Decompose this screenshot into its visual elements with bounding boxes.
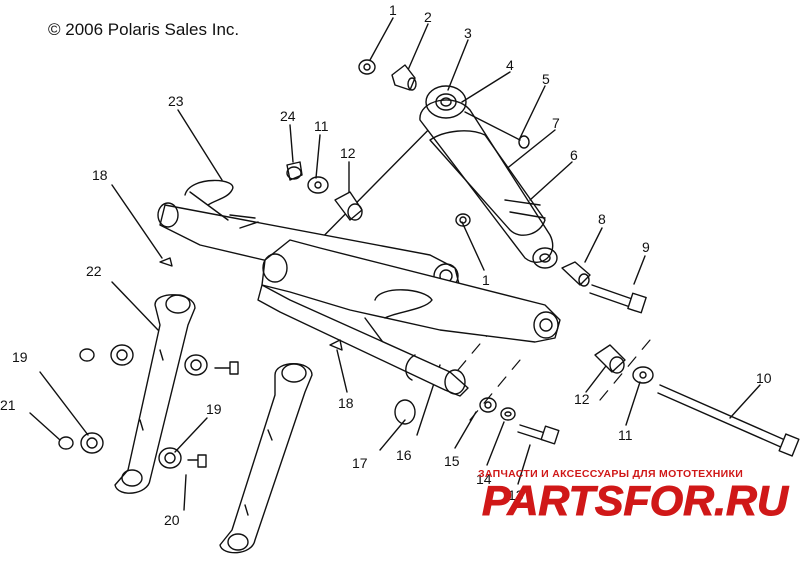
right-link xyxy=(219,363,313,554)
watermark-tagline: ЗАПЧАСТИ И АКСЕССУАРЫ ДЛЯ МОТОТЕХНИКИ xyxy=(478,468,744,480)
callout-5: 5 xyxy=(542,71,550,87)
callout-14: 14 xyxy=(476,471,492,487)
bushings-and-washers-upper xyxy=(286,161,363,221)
pivot-tube xyxy=(257,284,469,397)
left-link xyxy=(114,294,196,494)
callout-9: 9 xyxy=(642,239,650,255)
lower-control-arm xyxy=(261,239,561,346)
callout-22: 22 xyxy=(86,263,102,279)
callout-7: 7 xyxy=(552,115,560,131)
shock-absorber xyxy=(419,85,558,269)
callout-19: 19 xyxy=(12,349,28,365)
callout-numbers: 1 2 3 4 5 7 6 23 24 11 12 18 1 8 9 22 19… xyxy=(0,2,772,528)
callout-24: 24 xyxy=(280,108,296,124)
callout-12-lower: 12 xyxy=(574,391,590,407)
leader-lines xyxy=(29,17,761,511)
sleeve-washer-bolt-lower xyxy=(594,344,800,457)
callout-10: 10 xyxy=(756,370,772,386)
callout-3: 3 xyxy=(464,25,472,41)
callout-2: 2 xyxy=(424,9,432,25)
callout-18: 18 xyxy=(92,167,108,183)
callout-12: 12 xyxy=(340,145,356,161)
callout-8: 8 xyxy=(598,211,606,227)
callout-1-lower: 1 xyxy=(482,272,490,288)
callout-23: 23 xyxy=(168,93,184,109)
callout-17: 17 xyxy=(352,455,368,471)
callout-11-lower: 11 xyxy=(618,427,633,443)
callout-6: 6 xyxy=(570,147,578,163)
callout-16: 16 xyxy=(396,447,412,463)
callout-19-lower: 19 xyxy=(206,401,222,417)
callout-21: 21 xyxy=(0,397,16,413)
callout-1: 1 xyxy=(389,2,397,18)
sleeve-and-bolt-right xyxy=(561,261,647,314)
washers-and-bolt-center xyxy=(479,397,560,445)
callout-15: 15 xyxy=(444,453,460,469)
grease-fittings xyxy=(159,257,343,351)
callout-13: 13 xyxy=(508,487,524,503)
copyright-notice: © 2006 Polaris Sales Inc. xyxy=(48,20,240,39)
callout-11: 11 xyxy=(314,118,329,134)
callout-4: 4 xyxy=(506,57,514,73)
link-hardware xyxy=(58,344,239,469)
watermark-logo: PARTSFOR.RU xyxy=(482,477,791,521)
callout-20: 20 xyxy=(164,512,180,528)
watermark-logo-text: PARTSFOR.RU xyxy=(482,477,790,521)
small-hardware-top xyxy=(358,59,471,227)
o-ring xyxy=(394,399,416,425)
callout-18-lower: 18 xyxy=(338,395,354,411)
